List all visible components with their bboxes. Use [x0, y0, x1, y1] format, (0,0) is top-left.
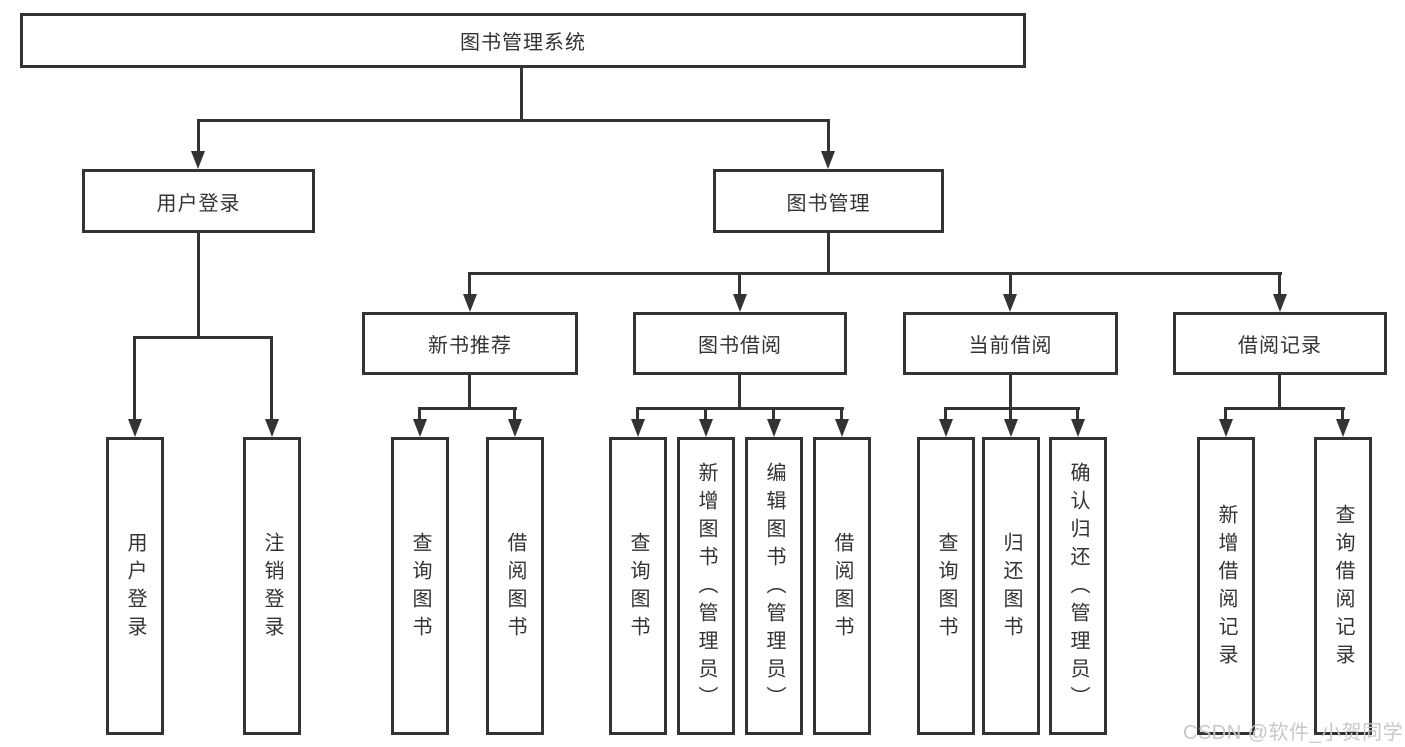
connector-line: [704, 407, 707, 421]
arrowhead-down-icon: [631, 419, 645, 437]
connector-line: [738, 272, 741, 296]
connector-line: [1009, 375, 1012, 408]
connector-line: [197, 233, 200, 336]
connector-line: [418, 407, 421, 421]
arrowhead-down-icon: [128, 419, 142, 437]
arrowhead-down-icon: [508, 419, 522, 437]
arrowhead-down-icon: [413, 419, 427, 437]
arrowhead-down-icon: [699, 419, 713, 437]
arrowhead-down-icon: [1071, 419, 1085, 437]
node-borrowing-records: 借阅记录: [1173, 312, 1387, 375]
node-user-login: 用户登录: [82, 169, 315, 233]
connector-line: [468, 272, 471, 296]
leaf-query-books-current: 查询图书: [917, 437, 975, 735]
leaf-confirm-return-admin: 确认归还（管理员）: [1049, 437, 1107, 735]
arrowhead-down-icon: [1003, 294, 1017, 312]
connector-line: [1341, 407, 1344, 421]
watermark-text: CSDN @软件_小贺同学: [1183, 722, 1404, 744]
connector-line: [840, 407, 843, 421]
connector-line: [1278, 375, 1281, 408]
node-book-management: 图书管理: [713, 169, 944, 233]
leaf-add-borrow-record: 新增借阅记录: [1197, 437, 1255, 735]
connector-line: [827, 119, 830, 152]
connector-line: [1009, 407, 1012, 421]
connector-line: [513, 407, 516, 421]
node-root: 图书管理系统: [20, 13, 1026, 68]
connector-line: [1278, 272, 1281, 296]
connector-line: [468, 375, 471, 408]
leaf-borrow-books: 借阅图书: [813, 437, 871, 735]
arrowhead-down-icon: [767, 419, 781, 437]
arrowhead-down-icon: [1336, 419, 1350, 437]
leaf-query-borrow-record: 查询借阅记录: [1314, 437, 1372, 735]
connector-line: [468, 272, 1282, 275]
connector-line: [944, 407, 1080, 410]
arrowhead-down-icon: [265, 419, 279, 437]
connector-line: [1009, 272, 1012, 296]
leaf-edit-books-admin: 编辑图书（管理员）: [745, 437, 803, 735]
connector-line: [772, 407, 775, 421]
leaf-query-books-recommend: 查询图书: [391, 437, 449, 735]
connector-line: [1224, 407, 1227, 421]
connector-line: [520, 68, 523, 119]
leaf-return-books: 归还图书: [982, 437, 1040, 735]
connector-line: [738, 375, 741, 408]
arrowhead-down-icon: [821, 151, 835, 169]
leaf-query-books-borrowing: 查询图书: [609, 437, 667, 735]
arrowhead-down-icon: [733, 294, 747, 312]
connector-line: [418, 407, 517, 410]
leaf-user-login: 用户登录: [106, 437, 164, 735]
arrowhead-down-icon: [939, 419, 953, 437]
leaf-add-books-admin: 新增图书（管理员）: [677, 437, 735, 735]
node-current-borrowing: 当前借阅: [903, 312, 1118, 375]
connector-line: [944, 407, 947, 421]
connector-line: [197, 119, 830, 122]
connector-line: [636, 407, 639, 421]
connector-line: [636, 407, 844, 410]
arrowhead-down-icon: [191, 151, 205, 169]
arrowhead-down-icon: [463, 294, 477, 312]
connector-line: [1224, 407, 1345, 410]
arrowhead-down-icon: [1273, 294, 1287, 312]
connector-line: [133, 336, 273, 339]
connector-line: [133, 336, 136, 420]
arrowhead-down-icon: [835, 419, 849, 437]
arrowhead-down-icon: [1219, 419, 1233, 437]
node-book-borrowing: 图书借阅: [633, 312, 847, 375]
connector-line: [827, 233, 830, 272]
arrowhead-down-icon: [1004, 419, 1018, 437]
connector-line: [270, 336, 273, 420]
leaf-borrow-books-recommend: 借阅图书: [486, 437, 544, 735]
connector-line: [1076, 407, 1079, 421]
node-new-book-recommend: 新书推荐: [362, 312, 578, 375]
connector-line: [197, 119, 200, 152]
leaf-logout: 注销登录: [243, 437, 301, 735]
